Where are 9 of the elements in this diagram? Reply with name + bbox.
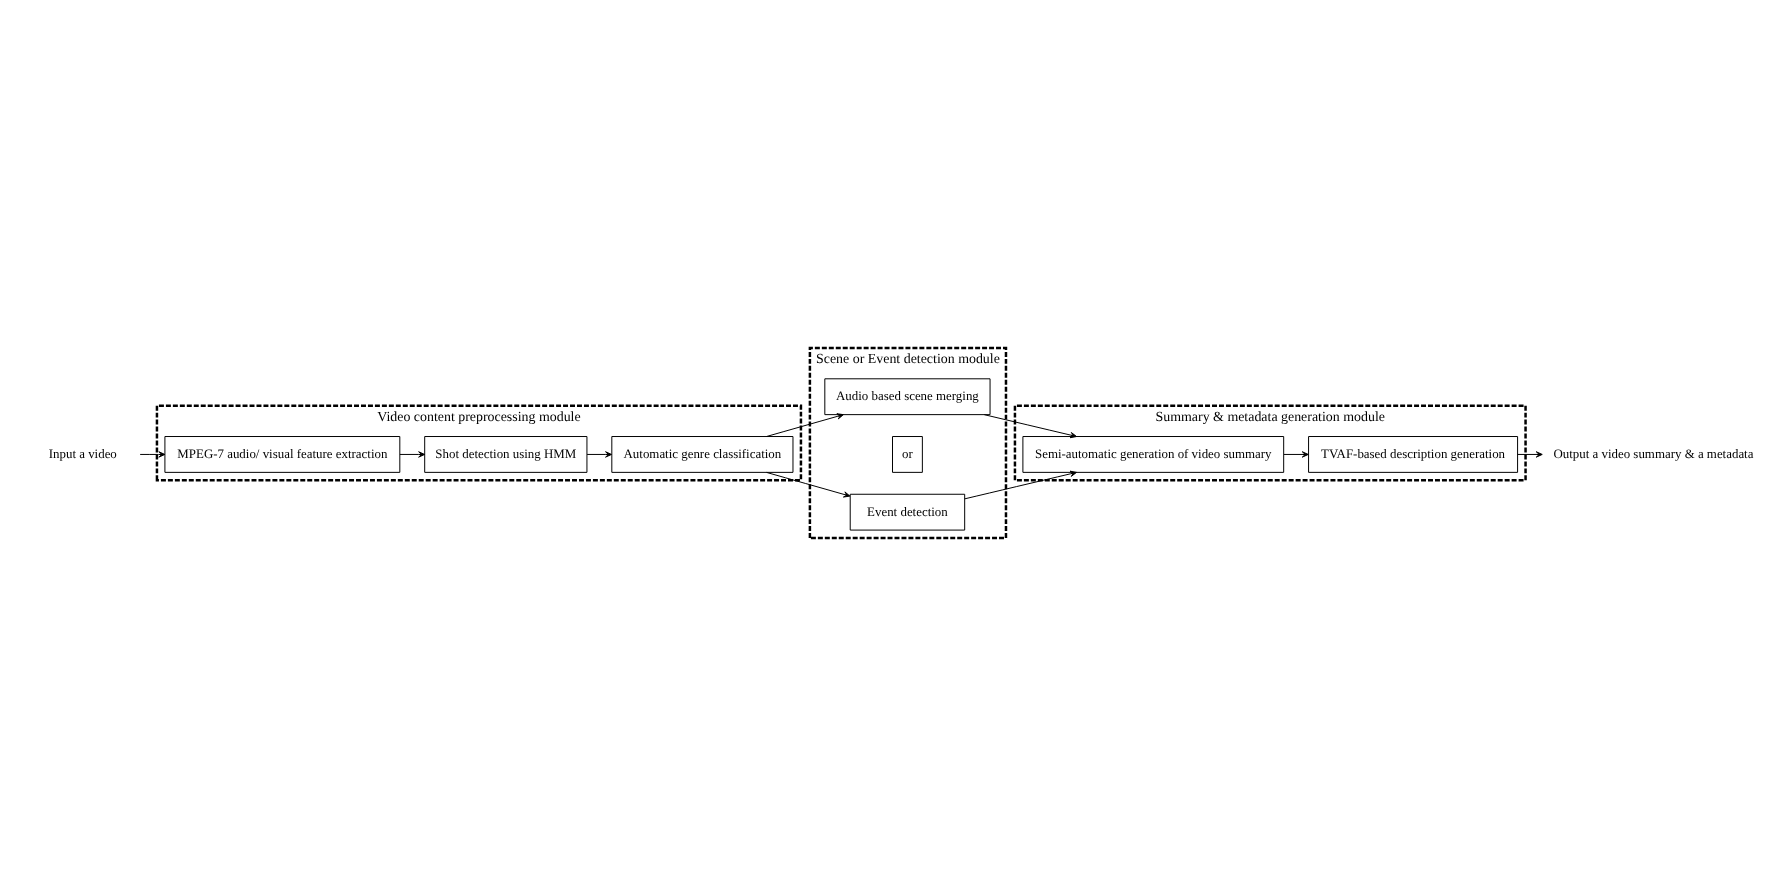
arrow — [585, 451, 611, 458]
arrow — [765, 471, 850, 498]
arrow — [982, 414, 1076, 439]
arrow — [765, 413, 843, 437]
arrow — [1516, 451, 1542, 458]
arrow — [398, 451, 425, 458]
arrow — [138, 451, 165, 458]
arrow — [963, 470, 1076, 500]
arrow — [1282, 451, 1308, 458]
